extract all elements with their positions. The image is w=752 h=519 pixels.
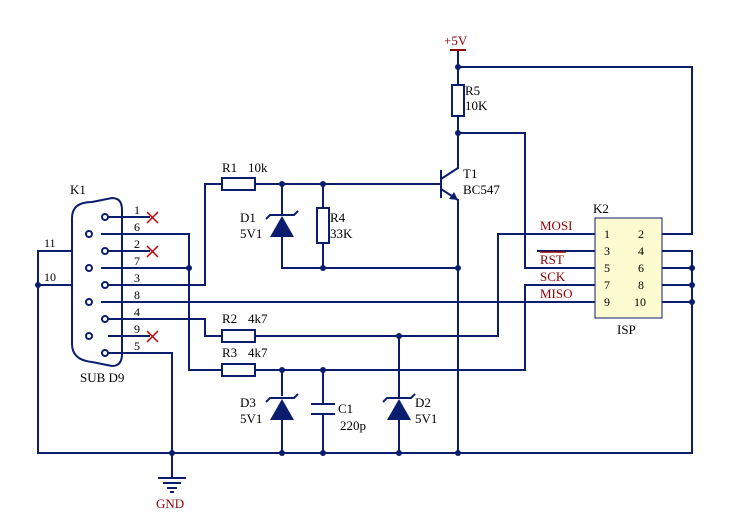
d3-value: 5V1 bbox=[240, 411, 262, 426]
isp-pin-5: 5 bbox=[604, 261, 610, 275]
d3-ref: D3 bbox=[240, 395, 256, 410]
ground-symbol: GND bbox=[156, 455, 186, 511]
isp-pin-10: 10 bbox=[634, 295, 646, 309]
k1-name: SUB D9 bbox=[80, 370, 124, 385]
isp-pin-8: 8 bbox=[638, 278, 644, 292]
db9-pin-4 bbox=[101, 315, 109, 323]
d1-value: 5V1 bbox=[240, 226, 262, 241]
wires bbox=[37, 49, 693, 456]
db9-pinnum-8: 8 bbox=[134, 288, 140, 302]
junction-dots bbox=[35, 64, 695, 456]
t1-ref: T1 bbox=[463, 166, 477, 181]
r3-ref: R3 bbox=[222, 345, 237, 360]
r1-ref: R1 bbox=[222, 160, 237, 175]
signal-sck: SCK bbox=[540, 269, 566, 284]
resistor-r5: R5 10K bbox=[451, 83, 488, 117]
r4-value: 33K bbox=[330, 226, 353, 241]
db9-pinnum-4: 4 bbox=[134, 305, 140, 319]
resistor-r1: R1 10k bbox=[221, 160, 268, 191]
db9-pinnum-2: 2 bbox=[134, 237, 140, 251]
signal-miso: MISO bbox=[540, 286, 573, 301]
k2-ref: K2 bbox=[593, 201, 609, 216]
d2-value: 5V1 bbox=[415, 411, 437, 426]
r3-value: 4k7 bbox=[248, 345, 268, 360]
r5-ref: R5 bbox=[465, 83, 480, 98]
db9-pinnum-6: 6 bbox=[134, 220, 140, 234]
db9-pin-1 bbox=[101, 213, 109, 221]
isp-connector: K2 ISP 1 3 5 7 9 2 4 6 8 10 MOSI RST SCK… bbox=[540, 201, 663, 337]
db9-pinnum-9: 9 bbox=[134, 322, 140, 336]
isp-pin-2: 2 bbox=[638, 227, 644, 241]
db9-pinnum-3: 3 bbox=[134, 271, 140, 285]
gnd-label: GND bbox=[156, 496, 184, 511]
resistor-r2: R2 4k7 bbox=[221, 311, 268, 343]
transistor-t1: T1 BC547 bbox=[440, 166, 500, 201]
vcc-label: +5V bbox=[444, 33, 468, 48]
capacitor-c1: C1 220p bbox=[311, 401, 366, 433]
vcc-symbol: +5V bbox=[444, 33, 468, 51]
no-connect-marks bbox=[146, 211, 159, 343]
isp-pin-7: 7 bbox=[604, 278, 610, 292]
r5-value: 10K bbox=[465, 98, 488, 113]
c1-ref: C1 bbox=[338, 401, 353, 416]
d2-ref: D2 bbox=[415, 395, 431, 410]
db9-shell-10: 10 bbox=[44, 270, 56, 284]
db9-pinnum-7: 7 bbox=[134, 254, 140, 268]
signal-rst: RST bbox=[540, 252, 564, 267]
isp-pin-9: 9 bbox=[604, 295, 610, 309]
isp-pin-1: 1 bbox=[604, 227, 610, 241]
db9-pin-9 bbox=[85, 332, 93, 340]
isp-pin-3: 3 bbox=[604, 244, 610, 258]
r2-value: 4k7 bbox=[248, 311, 268, 326]
zener-d3: D3 5V1 bbox=[240, 393, 299, 426]
r4-ref: R4 bbox=[330, 210, 346, 225]
r1-value: 10k bbox=[248, 160, 268, 175]
k1-ref: K1 bbox=[70, 182, 86, 197]
resistor-r3: R3 4k7 bbox=[221, 345, 268, 377]
isp-name: ISP bbox=[617, 322, 636, 337]
c1-value: 220p bbox=[340, 418, 366, 433]
r2-ref: R2 bbox=[222, 311, 237, 326]
db9-pin-3 bbox=[101, 281, 109, 289]
db9-pin-7 bbox=[85, 264, 93, 272]
db9-pin-6 bbox=[85, 230, 93, 238]
db9-pin-2 bbox=[101, 247, 109, 255]
isp-pin-6: 6 bbox=[638, 261, 644, 275]
db9-connector: K1 SUB D9 1 6 2 7 3 8 4 9 5 11 10 bbox=[44, 182, 159, 385]
db9-shell-11: 11 bbox=[44, 236, 56, 250]
isp-pin-4: 4 bbox=[638, 244, 644, 258]
t1-value: BC547 bbox=[463, 182, 500, 197]
db9-pinnum-1: 1 bbox=[134, 203, 140, 217]
d1-ref: D1 bbox=[240, 210, 256, 225]
resistor-r4: R4 33K bbox=[316, 207, 353, 244]
db9-pin-8 bbox=[85, 298, 93, 306]
zener-d2: D2 5V1 bbox=[382, 393, 437, 426]
zener-d1: D1 5V1 bbox=[240, 210, 299, 241]
db9-pinnum-5: 5 bbox=[134, 339, 140, 353]
signal-mosi: MOSI bbox=[540, 218, 573, 233]
db9-pin-5 bbox=[101, 349, 109, 357]
